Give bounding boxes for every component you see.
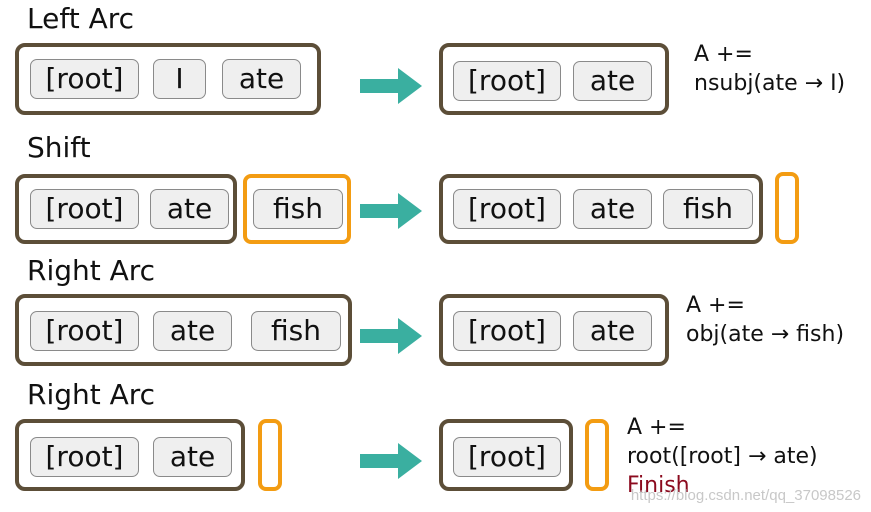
stack-after-final: [root]	[439, 419, 573, 491]
token-root: [root]	[30, 59, 139, 99]
step-title-right-arc-final: Right Arc	[27, 378, 156, 411]
token-root: [root]	[30, 311, 139, 351]
stack-after-left-arc: [root] ate	[439, 43, 669, 115]
finish-label: Finish	[627, 473, 690, 498]
annotation-line-1: A +=	[694, 42, 753, 67]
step-title-left-arc: Left Arc	[27, 2, 135, 35]
token-root: [root]	[453, 311, 561, 351]
token-root: [root]	[453, 189, 561, 229]
arc-annotation-nsubj: A += nsubj(ate → I)	[694, 40, 845, 98]
token-root: [root]	[30, 437, 139, 477]
right-arrow-icon	[360, 318, 422, 354]
token-ate: ate	[150, 189, 229, 229]
stack-before-right-arc: [root] ate fish	[15, 294, 352, 366]
stack-before-left-arc: [root] I ate	[15, 43, 321, 115]
arc-annotation-obj: A += obj(ate → fish)	[686, 291, 844, 349]
stack-after-right-arc: [root] ate	[439, 294, 669, 366]
right-arrow-icon	[360, 443, 422, 479]
stack-after-shift: [root] ate fish	[439, 174, 763, 244]
arc-annotation-root: A += root([root] → ate) Finish	[627, 413, 818, 500]
annotation-line-2: nsubj(ate → I)	[694, 71, 846, 96]
annotation-line-2: obj(ate → fish)	[686, 322, 845, 347]
token-ate: ate	[573, 61, 652, 101]
token-root: [root]	[453, 61, 561, 101]
right-arrow-icon	[360, 68, 422, 104]
token-i: I	[153, 59, 206, 99]
watermark: https://blog.csdn.net/qq_37098526	[630, 487, 861, 504]
annotation-line-2: root([root] → ate)	[627, 444, 818, 469]
stack-before-final: [root] ate	[15, 419, 245, 491]
step-title-shift: Shift	[27, 131, 91, 164]
token-fish: fish	[253, 189, 343, 229]
token-fish: fish	[251, 311, 341, 351]
annotation-line-1: A +=	[686, 293, 745, 318]
right-arrow-icon	[360, 193, 422, 229]
empty-buffer	[775, 172, 799, 244]
token-fish: fish	[663, 189, 753, 229]
token-root: [root]	[453, 437, 561, 477]
step-title-right-arc: Right Arc	[27, 254, 156, 287]
token-ate: ate	[222, 59, 301, 99]
empty-buffer	[585, 419, 609, 491]
token-ate: ate	[573, 311, 652, 351]
stack-before-shift: [root] ate	[15, 174, 237, 244]
buffer-before-shift: fish	[243, 174, 351, 244]
token-ate: ate	[153, 311, 232, 351]
token-ate: ate	[153, 437, 232, 477]
annotation-line-1: A +=	[627, 415, 686, 440]
token-root: [root]	[30, 189, 139, 229]
token-ate: ate	[573, 189, 652, 229]
empty-buffer	[258, 419, 282, 491]
